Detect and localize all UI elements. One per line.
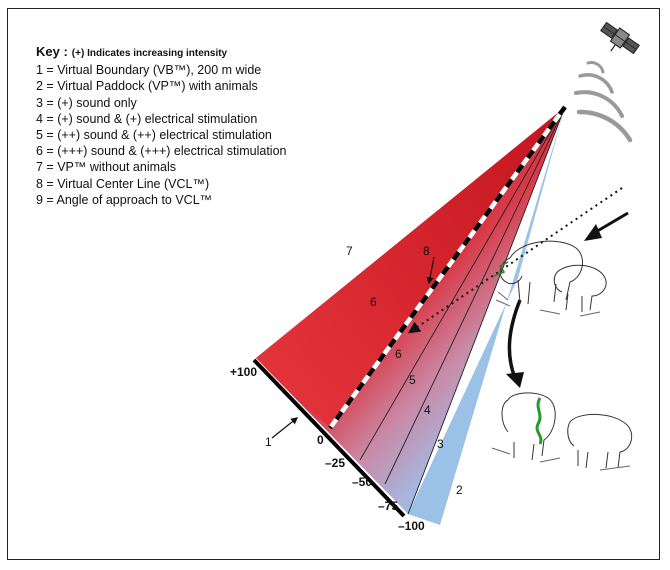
figure-frame — [7, 8, 660, 560]
legend-item-5: 5 = (++) sound & (++) electrical stimula… — [36, 128, 272, 143]
turn-away-arrowhead — [506, 372, 524, 388]
zone-2-paddock — [408, 107, 565, 525]
zone-label-1: 1 — [265, 435, 272, 449]
scale-label-minus25: –25 — [325, 456, 345, 470]
cattle-group-upper-icon — [493, 240, 607, 317]
legend-note: (+) Indicates increasing intensity — [71, 48, 228, 59]
scale-label-top: +100 — [230, 365, 257, 379]
scale-label-zero: 0 — [317, 433, 324, 447]
virtual-center-line-dashes — [328, 105, 567, 430]
turn-away-arrow — [507, 299, 522, 379]
scale-label-minus50: –50 — [352, 475, 372, 489]
zone-6-upper — [256, 107, 565, 428]
legend-item-2: 2 = Virtual Paddock (VP™) with animals — [36, 79, 258, 94]
legend-key: Key :(+) Indicates increasing intensity … — [36, 44, 286, 208]
signal-waves — [574, 61, 633, 143]
scale-label-minus75: –75 — [378, 499, 398, 513]
scale-label-minus100: –100 — [398, 519, 425, 533]
zone-label-7: 7 — [346, 244, 353, 258]
legend-item-7: 7 = VP™ without animals — [36, 160, 176, 175]
zone-label-4: 4 — [424, 403, 431, 417]
legend-item-6: 6 = (+++) sound & (+++) electrical stimu… — [36, 144, 287, 159]
legend-item-1: 1 = Virtual Boundary (VB™), 200 m wide — [36, 63, 262, 78]
legend-heading: Key :(+) Indicates increasing intensity — [36, 44, 286, 62]
legend-item-3: 3 = (+) sound only — [36, 95, 137, 110]
approach-angle-line — [408, 187, 623, 334]
legend-item-8: 8 = Virtual Center Line (VCL™) — [36, 176, 210, 191]
zone-label-6-lower: 6 — [395, 347, 402, 361]
approach-arrow — [593, 211, 629, 235]
zone-label-5: 5 — [409, 373, 416, 387]
satellite-icon — [600, 21, 640, 55]
zone-label-3: 3 — [437, 437, 444, 451]
approach-arrowhead — [584, 224, 602, 241]
zone-label-8: 8 — [423, 244, 430, 258]
zone-label-6-upper: 6 — [370, 295, 377, 309]
cattle-group-lower-icon — [491, 392, 633, 471]
legend-title: Key : — [36, 44, 68, 59]
boundary-pointer-arrow — [271, 417, 299, 439]
band-lines — [359, 106, 566, 515]
virtual-boundary-line — [252, 358, 406, 518]
legend-item-4: 4 = (+) sound & (+) electrical stimulati… — [36, 111, 258, 126]
center-line-pointer-arrow — [426, 256, 435, 285]
zone-label-2: 2 — [456, 483, 463, 497]
legend-item-9: 9 = Angle of approach to VCL™ — [36, 192, 213, 207]
